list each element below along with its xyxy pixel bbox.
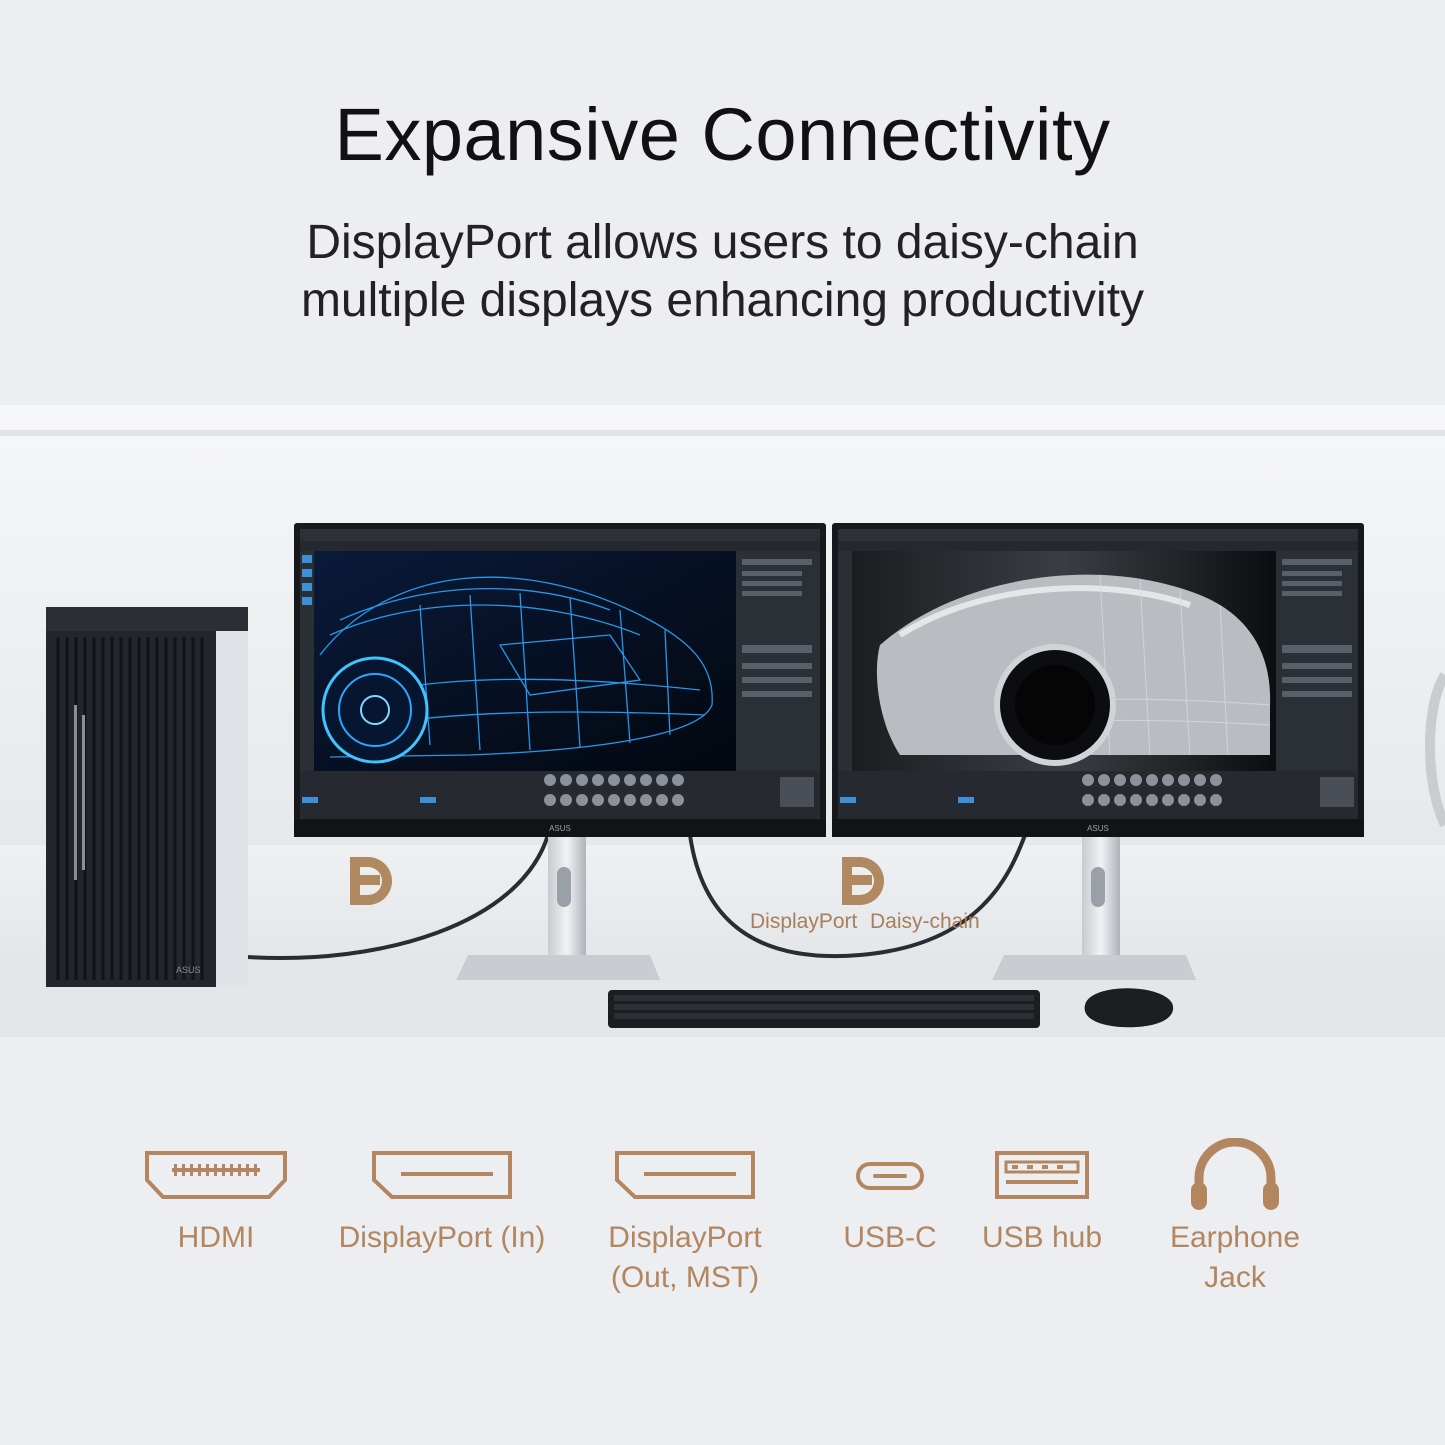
port-usb-c: USB-C	[820, 1150, 960, 1258]
port-displayport-in: DisplayPort (In)	[330, 1150, 554, 1258]
monitor-right-logo: ASUS	[1087, 824, 1109, 833]
port-label-displayport-out: DisplayPort (Out, MST)	[585, 1218, 785, 1298]
displayport-out-icon	[615, 1151, 755, 1199]
keyboard	[608, 990, 1040, 1028]
displayport-logo-right	[842, 857, 884, 905]
port-label-hdmi: HDMI	[177, 1221, 255, 1254]
displayport-logo-left	[350, 857, 392, 905]
pc-brand-label: ProArt	[188, 447, 217, 458]
port-usb-hub: USB hub	[972, 1150, 1112, 1258]
port-label-displayport-in: DisplayPort (In)	[338, 1221, 546, 1254]
subtitle-line-2: multiple displays enhancing productivity	[300, 274, 1145, 327]
port-label-displayport-out-line1: DisplayPort	[608, 1221, 762, 1254]
monitor-left: ASUS	[294, 523, 826, 980]
mouse	[1084, 988, 1174, 1028]
port-label-earphone-line1: Earphone	[1169, 1221, 1301, 1254]
monitor-right: ASUS	[832, 523, 1364, 980]
port-label-usb-c: USB-C	[843, 1221, 937, 1254]
pc-logo: ASUS	[176, 965, 201, 975]
page-title: Expansive Connectivity	[334, 93, 1111, 176]
page-subtitle: DisplayPort allows users to daisy-chain …	[0, 214, 1445, 330]
port-hdmi: HDMI	[116, 1150, 316, 1258]
port-label-earphone-jack: Earphone Jack	[1140, 1218, 1330, 1298]
product-scene: ASUS	[0, 405, 1445, 1037]
displayport-in-icon	[372, 1151, 512, 1199]
port-label-usb-hub: USB hub	[981, 1221, 1103, 1254]
usb-hub-icon	[995, 1151, 1089, 1199]
port-label-displayport-out-line2: (Out, MST)	[610, 1261, 760, 1294]
monitor-left-logo: ASUS	[549, 824, 571, 833]
setup-illustration: ASUS	[0, 405, 1445, 1037]
annotation-displayport: DisplayPort	[750, 910, 858, 933]
pc-tower	[46, 607, 248, 987]
hdmi-port-icon	[145, 1151, 287, 1199]
port-list: HDMI DisplayPort (In) DisplayPort (Out, …	[0, 1138, 1445, 1350]
port-earphone-jack: Earphone Jack	[1140, 1138, 1330, 1298]
earphone-jack-icon	[1191, 1138, 1279, 1210]
usb-c-icon	[856, 1162, 924, 1190]
port-displayport-out: DisplayPort (Out, MST)	[585, 1150, 785, 1298]
port-label-earphone-line2: Jack	[1204, 1261, 1266, 1294]
subtitle-line-1: DisplayPort allows users to daisy-chain	[306, 216, 1139, 269]
annotation-daisy-chain: Daisy-chain	[870, 910, 980, 933]
